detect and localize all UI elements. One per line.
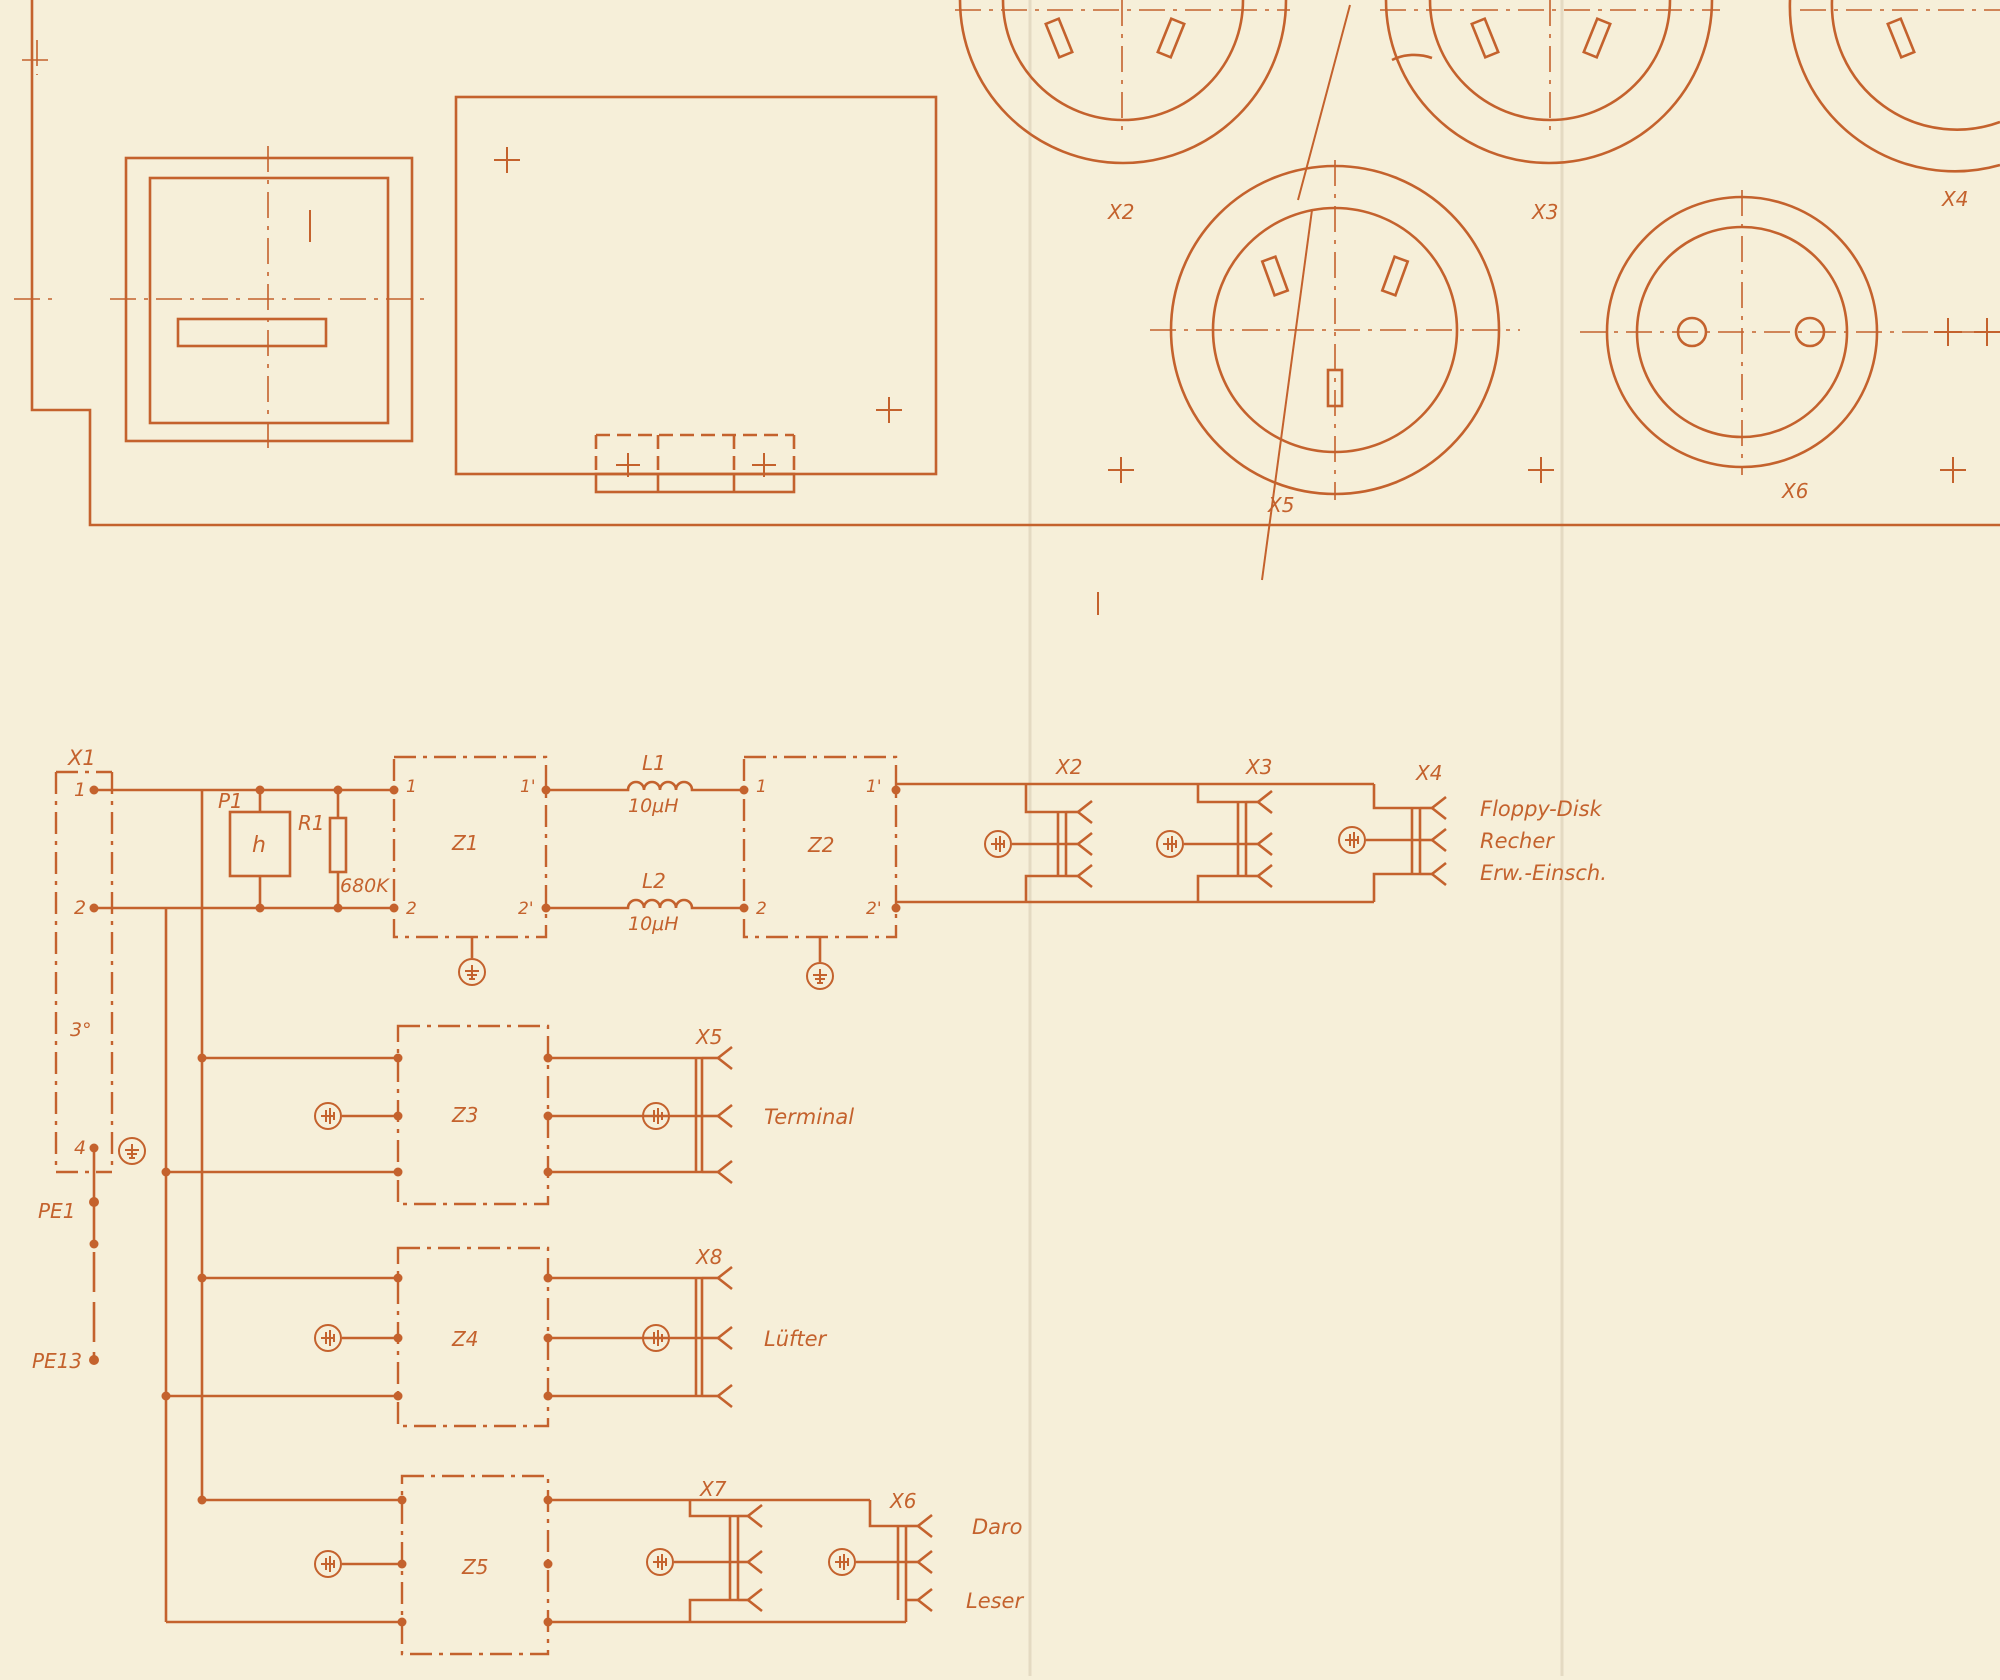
x7-ground-icon xyxy=(646,1548,674,1576)
p1-label: P1 xyxy=(218,789,243,813)
socket-x5-outline xyxy=(1108,4,1554,581)
z1-pin2: 2 xyxy=(406,899,417,919)
x6-ground-icon xyxy=(828,1548,856,1576)
z5-label: Z5 xyxy=(461,1555,488,1579)
socket-label-x6: X6 xyxy=(1781,479,1808,503)
filter-z5: Z5 xyxy=(166,1474,553,1656)
z3-ground-icon xyxy=(314,1102,342,1130)
inductor-l1: L1 10μH xyxy=(546,751,744,817)
z1-label: Z1 xyxy=(451,831,478,855)
z1-pin1: 1 xyxy=(406,777,417,797)
z1-pin1p: 1' xyxy=(520,777,536,797)
r1-value: 680K xyxy=(340,875,390,897)
output-daro: Daro xyxy=(972,1515,1023,1539)
l1-label: L1 xyxy=(642,751,666,775)
filter-z1: Z1 1 2 1' 2' xyxy=(389,755,551,986)
connector-x4: X4 xyxy=(1338,761,1448,902)
x1-pin2-label: 2 xyxy=(74,897,86,919)
z2-pin1p: 1' xyxy=(866,777,882,797)
resistor-r1: R1 680K xyxy=(298,785,390,913)
socket-label-x4: X4 xyxy=(1941,187,1968,211)
output-terminal: Terminal xyxy=(764,1105,854,1129)
inductor-l2: L2 10μH xyxy=(546,869,744,935)
output-leser: Leser xyxy=(966,1589,1024,1613)
socket-x2-outline xyxy=(955,0,1290,165)
z2-ground-icon xyxy=(806,962,834,990)
z4-label: Z4 xyxy=(451,1327,478,1351)
x4-ground-icon xyxy=(1338,826,1366,854)
protective-earth: PE1 PE13 xyxy=(32,1148,99,1373)
x3-conn-label: X3 xyxy=(1245,755,1272,779)
connector-x8: X8 xyxy=(548,1245,734,1409)
filter-z4: Z4 xyxy=(161,1246,553,1428)
z2-pin2: 2 xyxy=(756,899,767,919)
connector-x6: X6 xyxy=(828,1489,934,1622)
filter-z2: Z2 1 2 1' 2' xyxy=(739,755,901,990)
x1-pin1-label: 1 xyxy=(74,779,86,801)
x6-conn-label: X6 xyxy=(889,1489,916,1513)
x4-conn-label: X4 xyxy=(1415,761,1442,785)
socket-x3-outline xyxy=(1380,0,1720,165)
x3-ground-icon xyxy=(1156,830,1184,858)
connector-x2: X2 xyxy=(984,755,1094,902)
socket-x6-outline xyxy=(1580,190,2000,483)
output-luefter: Lüfter xyxy=(764,1327,828,1351)
z2-pin1: 1 xyxy=(756,777,767,797)
filter-plate-outline xyxy=(454,95,938,494)
output-erw-einsch: Erw.-Einsch. xyxy=(1480,861,1607,885)
r1-label: R1 xyxy=(298,811,325,835)
pe1-label: PE1 xyxy=(38,1199,75,1223)
z4-ground-icon xyxy=(314,1324,342,1352)
hour-meter-p1: P1 h xyxy=(218,785,292,913)
z2-pin2p: 2' xyxy=(866,899,882,919)
l2-label: L2 xyxy=(642,869,666,893)
connector-x3: X3 xyxy=(1156,755,1274,902)
x8-conn-label: X8 xyxy=(695,1245,722,1269)
x7-conn-label: X7 xyxy=(699,1477,727,1501)
x1-earth-icon xyxy=(118,1137,146,1165)
terminal-x1: X1 1 2 3° 4 xyxy=(54,746,146,1174)
z1-ground-icon xyxy=(458,958,486,986)
x2-ground-icon xyxy=(984,830,1012,858)
panel-drawing: X2 X3 X4 X5 X6 xyxy=(14,0,2000,581)
z5-ground-icon xyxy=(314,1550,342,1578)
l1-value: 10μH xyxy=(628,795,679,817)
switch-cutout xyxy=(14,146,428,452)
socket-label-x5: X5 xyxy=(1267,493,1294,517)
z2-label: Z2 xyxy=(807,833,834,857)
socket-label-x2: X2 xyxy=(1107,200,1134,224)
connector-x7: X7 xyxy=(646,1477,764,1622)
socket-label-x3: X3 xyxy=(1531,200,1558,224)
output-recher: Recher xyxy=(1480,829,1555,853)
z1-pin2p: 2' xyxy=(518,899,534,919)
x5-conn-label: X5 xyxy=(695,1025,722,1049)
z3-label: Z3 xyxy=(451,1103,478,1127)
pe13-label: PE13 xyxy=(32,1349,82,1373)
x1-pin3-label: 3° xyxy=(70,1019,92,1041)
l2-value: 10μH xyxy=(628,913,679,935)
circuit-schematic: X1 1 2 3° 4 PE1 PE13 xyxy=(32,746,1607,1656)
filter-z3: Z3 xyxy=(161,1024,553,1206)
x1-pin4-label: 4 xyxy=(74,1137,86,1159)
x2-conn-label: X2 xyxy=(1055,755,1082,779)
connector-x5: X5 xyxy=(548,1025,734,1185)
socket-x4-outline xyxy=(1788,0,2000,173)
x1-label: X1 xyxy=(67,746,96,770)
output-floppy-disk: Floppy-Disk xyxy=(1480,797,1603,821)
p1-h-label: h xyxy=(252,833,266,858)
